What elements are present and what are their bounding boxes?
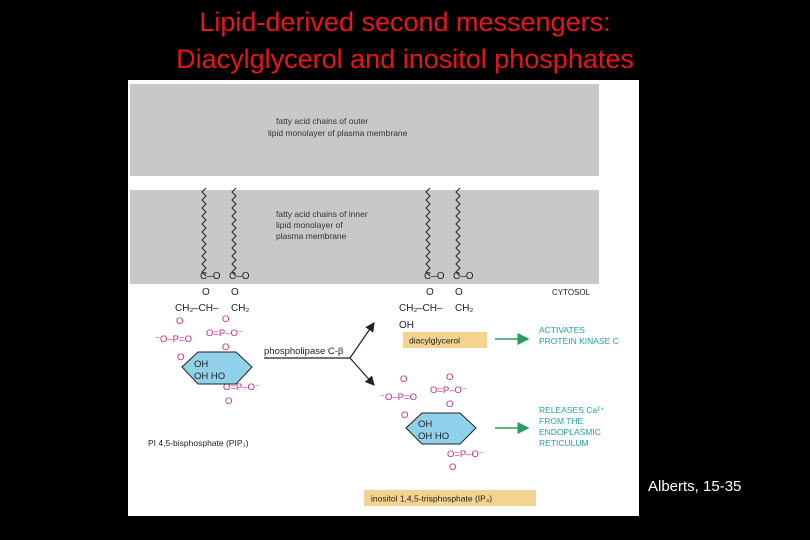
dag-effect-line-1: ACTIVATES — [539, 325, 585, 335]
enzyme-label: phospholipase C-β — [264, 346, 344, 357]
pip2-carbonyl-2: C–O — [229, 271, 250, 282]
pip2-ch2-left: CH₂ — [175, 303, 193, 314]
ip3-1-phosphate-o: O — [400, 374, 407, 385]
pip2-link-phosphate: ⁻O–P=O — [155, 334, 192, 345]
ip3-5-phosphate: O=P–O⁻ — [430, 385, 467, 396]
dag-carbonyl-1: C–O — [424, 271, 445, 282]
outer-band-label-1: fatty acid chains of outer — [276, 116, 368, 126]
figure-credit: Alberts, 15-35 — [648, 478, 742, 495]
reaction-arrow-to-ip3 — [349, 357, 375, 386]
chain-right-1 — [425, 187, 431, 277]
cytosol-label: CYTOSOL — [552, 288, 591, 297]
pip2-link-o: O — [176, 316, 183, 327]
pip2-5-phosphate: O=P–O⁻ — [206, 328, 243, 339]
ip3-4-phosphate-o: O — [449, 462, 456, 473]
ip3-ring-oh-ho: OH HO — [418, 431, 449, 442]
dag-effect-line-2: PROTEIN KINASE C — [539, 336, 619, 346]
pip2-5-phosphate-o-lower: O — [222, 342, 229, 353]
dag-ester-o-2: O — [455, 287, 463, 298]
ip3-effect-line-2: FROM THE — [539, 416, 584, 426]
pip2-ester-o-2: O — [231, 287, 239, 298]
dag-label: diacylglycerol — [409, 336, 460, 346]
pip2-inositol-ring — [181, 351, 253, 385]
dag-carbonyl-2: C–O — [453, 271, 474, 282]
pip2-5-phosphate-o: O — [222, 314, 229, 325]
inner-band-label-2: lipid monolayer of — [276, 220, 343, 230]
pip2-ester-o-1: O — [202, 287, 210, 298]
inner-band-label-1: fatty acid chains of inner — [276, 209, 368, 219]
dag-ch2-right: CH₂ — [455, 303, 473, 314]
ip3-ring-oh-top: OH — [418, 419, 432, 430]
outer-monolayer-band — [130, 84, 599, 176]
pip2-4-phosphate: O=P–O⁻ — [223, 382, 260, 393]
ip3-inositol-ring — [405, 412, 477, 445]
ip3-effect-line-1: RELEASES Ca²⁺ — [539, 405, 605, 415]
pip2-hydrolysis-figure: fatty acid chains of outer lipid monolay… — [128, 80, 639, 516]
figure-svg: fatty acid chains of outer lipid monolay… — [130, 84, 619, 506]
pip2-ring-oh-top: OH — [194, 359, 208, 370]
ip3-label: inositol 1,4,5-trisphosphate (IP₃) — [371, 494, 492, 504]
ip3-1-phosphate: ⁻O–P=O — [380, 392, 417, 403]
slide-title-line-2: Diacylglycerol and inositol phosphates — [176, 44, 634, 74]
pip2-link-o-lower: O — [177, 352, 184, 363]
dag-ch2-left: CH₂ — [399, 303, 417, 314]
slide-title-line-1: Lipid-derived second messengers: — [199, 7, 611, 37]
ip3-1-phosphate-o-lower: O — [401, 410, 408, 421]
inner-monolayer-band — [130, 190, 599, 284]
dag-oh: OH — [399, 320, 414, 331]
fatty-acid-chains — [201, 187, 461, 277]
pip2-label: PI 4,5-bisphosphate (PIP₂) — [148, 438, 249, 448]
pip2-carbonyl-1: C–O — [200, 271, 221, 282]
dag-ester-o-1: O — [426, 287, 434, 298]
chain-left-2 — [231, 187, 237, 277]
outer-band-label-2: lipid monolayer of plasma membrane — [268, 128, 408, 138]
pip2-ring-oh-ho: OH HO — [194, 371, 225, 382]
ip3-5-phosphate-o-lower: O — [446, 399, 453, 410]
chain-left-1 — [201, 187, 207, 277]
pip2-ch2-right: CH₂ — [231, 303, 249, 314]
ip3-effect-line-4: RETICULUM — [539, 438, 589, 448]
reaction-arrow-to-dag — [349, 322, 375, 359]
ip3-label-box — [364, 490, 536, 506]
ip3-effect-line-3: ENDOPLASMIC — [539, 427, 601, 437]
ip3-5-phosphate-o: O — [446, 372, 453, 383]
pip2-ch: –CH– — [193, 303, 219, 314]
chain-right-2 — [455, 187, 461, 277]
pip2-4-phosphate-o: O — [225, 396, 232, 407]
ip3-4-phosphate: O=P–O⁻ — [447, 449, 484, 460]
dag-label-box — [403, 332, 487, 348]
dag-ch: –CH– — [417, 303, 443, 314]
inner-band-label-3: plasma membrane — [276, 231, 347, 241]
